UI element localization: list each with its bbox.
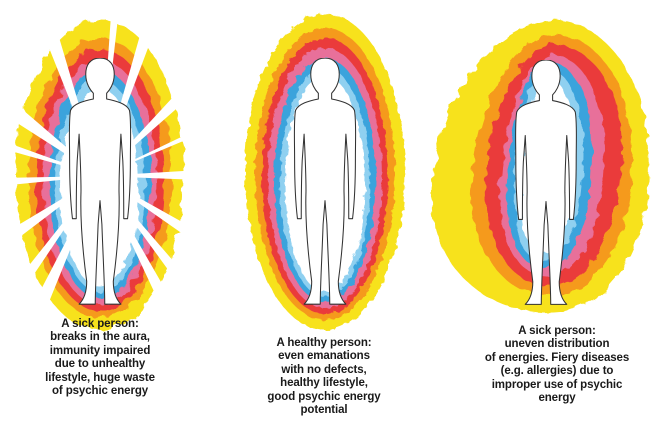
caption-sick-uneven: A sick person: uneven distribution of en… — [472, 325, 642, 405]
aura-panel-sick-uneven — [431, 20, 648, 313]
caption-line: lifestyle, huge waste — [20, 372, 180, 385]
caption-healthy: A healthy person: even emanations with n… — [244, 337, 404, 417]
caption-line: of energies. Fiery diseases — [472, 352, 642, 365]
caption-line: with no defects, — [244, 364, 404, 377]
caption-line: immunity impaired — [20, 345, 180, 358]
caption-line: (e.g. allergies) due to — [472, 365, 642, 378]
caption-line: good psychic energy — [244, 391, 404, 404]
caption-line: A sick person: — [20, 318, 180, 331]
caption-line: improper use of psychic — [472, 379, 642, 392]
aura-panel-healthy — [245, 14, 405, 330]
caption-line: uneven distribution — [472, 338, 642, 351]
aura-panel-sick-broken — [0, 0, 200, 334]
caption-line: breaks in the aura, — [20, 331, 180, 344]
caption-line: A sick person: — [472, 325, 642, 338]
caption-line: healthy lifestyle, — [244, 377, 404, 390]
caption-sick-broken: A sick person: breaks in the aura, immun… — [20, 318, 180, 398]
caption-line: A healthy person: — [244, 337, 404, 350]
caption-line: energy — [472, 392, 642, 405]
caption-line: potential — [244, 404, 404, 417]
caption-line: due to unhealthy — [20, 358, 180, 371]
caption-line: even emanations — [244, 350, 404, 363]
caption-line: of psychic energy — [20, 385, 180, 398]
